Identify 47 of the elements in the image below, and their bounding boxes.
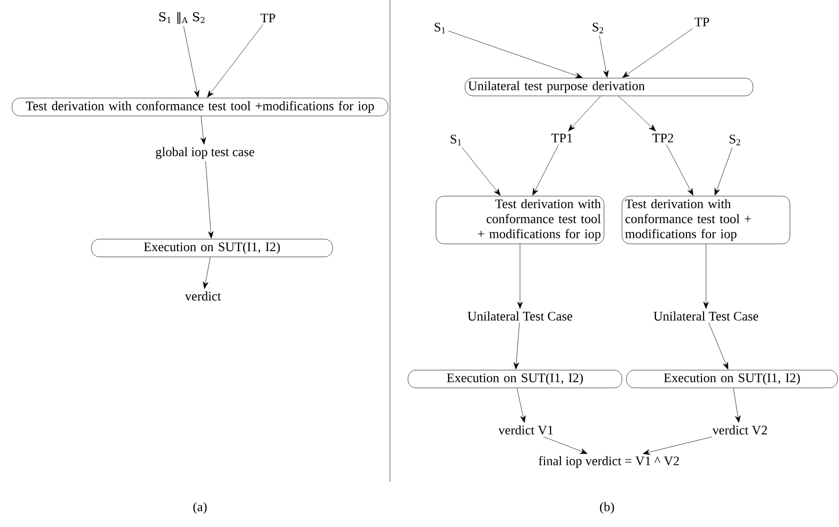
arrow [568,96,601,132]
arrow [642,436,712,455]
arrow [200,116,206,145]
panel-label: (b) [600,502,614,514]
process-box: Test derivation with conformance test tool + modifications for iop [622,196,790,244]
arrow [703,244,709,309]
text-label: S$_{2}$ [730,134,740,146]
text-label: global iop test case [156,147,254,159]
text-label: TP [694,18,710,26]
arrow [448,30,583,78]
arrow [462,147,501,196]
text-label: final iop verdict = V1 ^ V2 [538,456,679,468]
text-label: TP2 [652,134,674,142]
process-box: Execution on SUT(I1, I2) [408,370,622,388]
arrow [622,28,693,78]
text-label: S$_{1}$ [434,22,446,34]
arrow [666,144,694,196]
arrow [516,388,526,423]
text-label: S$_{1}$ [450,134,462,146]
arrow [618,96,656,132]
arrow [714,147,732,196]
arrow [543,436,588,454]
process-box: Execution on SUT(I1, I2) [91,238,333,258]
arrow [532,144,559,196]
panel-label: (a) [193,502,207,514]
arrow [183,26,200,98]
text-label: verdict [184,291,221,301]
text-label: verdict V1 [498,425,553,435]
text-label: Unilateral Test Case [654,311,758,321]
arrow [202,256,210,289]
arrow [517,244,523,309]
text-label: TP [260,14,276,22]
text-label: Unilateral Test Case [468,311,572,321]
arrow [514,322,520,370]
text-label: verdict V2 [712,425,767,435]
arrow [205,160,214,239]
process-box: Test derivation with conformance test tool +modifications for iop [12,98,388,116]
arrow [599,35,609,78]
process-box: Test derivation with conformance test tool + modifications for iop [436,196,604,244]
arrow [733,388,740,423]
text-label: S$_{1}$ ‖$_{A}$ S$_{2}$ [159,12,204,24]
process-box: Unilateral test purpose derivation [464,78,754,96]
text-label: S$_{2}$ [592,22,604,34]
arrow [708,322,728,370]
text-label: TP1 [551,134,572,142]
process-box: Execution on SUT(I1, I2) [626,370,838,388]
arrow [207,24,264,98]
